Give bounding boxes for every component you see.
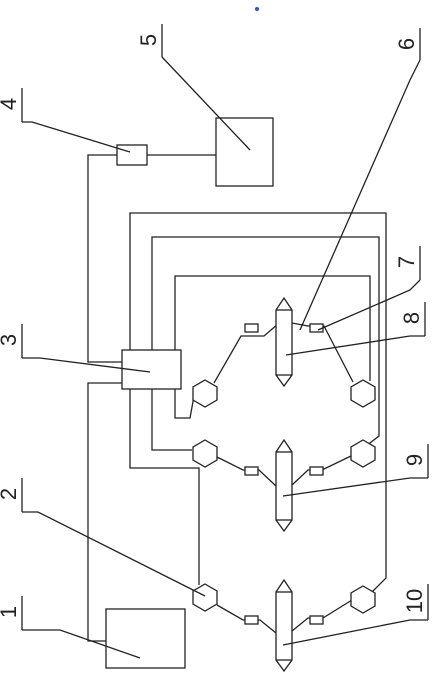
leader-2	[22, 511, 206, 597]
label-1: 1	[0, 606, 21, 618]
filter-bottom-right	[309, 615, 324, 625]
filter-bottom-left	[244, 615, 259, 625]
leader-3	[22, 357, 151, 373]
label-6: 6	[394, 38, 419, 50]
leader-4	[22, 121, 131, 153]
pump-hexagon-right-b	[350, 439, 376, 468]
component-5-box	[215, 117, 274, 187]
label-5: 5	[136, 34, 161, 46]
filter-mid-right	[309, 466, 324, 476]
loop-middle	[151, 236, 380, 447]
pump-hexagon-right-a	[350, 379, 376, 408]
line-3-to-pump-b	[151, 389, 192, 451]
pump-hexagon-c	[192, 583, 218, 612]
component-4-box	[116, 144, 148, 166]
label-9: 9	[402, 454, 427, 466]
loop-inner	[174, 275, 371, 381]
column-9	[275, 438, 293, 533]
pump-hexagon-b	[192, 439, 218, 468]
marker-dot	[255, 7, 259, 11]
leader-8	[285, 335, 425, 356]
filter-mid-left	[244, 466, 259, 476]
line-pump-a-to-col8	[213, 323, 279, 384]
line-1-to-3	[87, 382, 122, 642]
label-3: 3	[0, 334, 21, 346]
loop-outer	[129, 212, 387, 593]
line-3-to-pump-a	[174, 389, 195, 419]
leader-10	[282, 619, 428, 646]
leader-5	[161, 56, 251, 151]
leader-9	[282, 477, 428, 497]
label-2: 2	[0, 488, 21, 500]
filter-top-left	[244, 323, 259, 333]
label-7: 7	[394, 256, 419, 268]
pump-hexagon-a	[192, 379, 218, 408]
pump-hexagon-right-c	[350, 585, 376, 614]
leader-6	[299, 59, 421, 331]
label-10: 10	[402, 589, 427, 613]
label-4: 4	[0, 98, 21, 110]
line-3-to-4	[87, 154, 122, 363]
column-10	[275, 578, 293, 673]
label-8: 8	[399, 312, 424, 324]
line-3-to-pump-c	[129, 389, 200, 585]
column-8	[275, 296, 293, 388]
component-1-box	[105, 608, 186, 669]
leader-7	[317, 279, 421, 331]
leader-1	[22, 629, 141, 659]
